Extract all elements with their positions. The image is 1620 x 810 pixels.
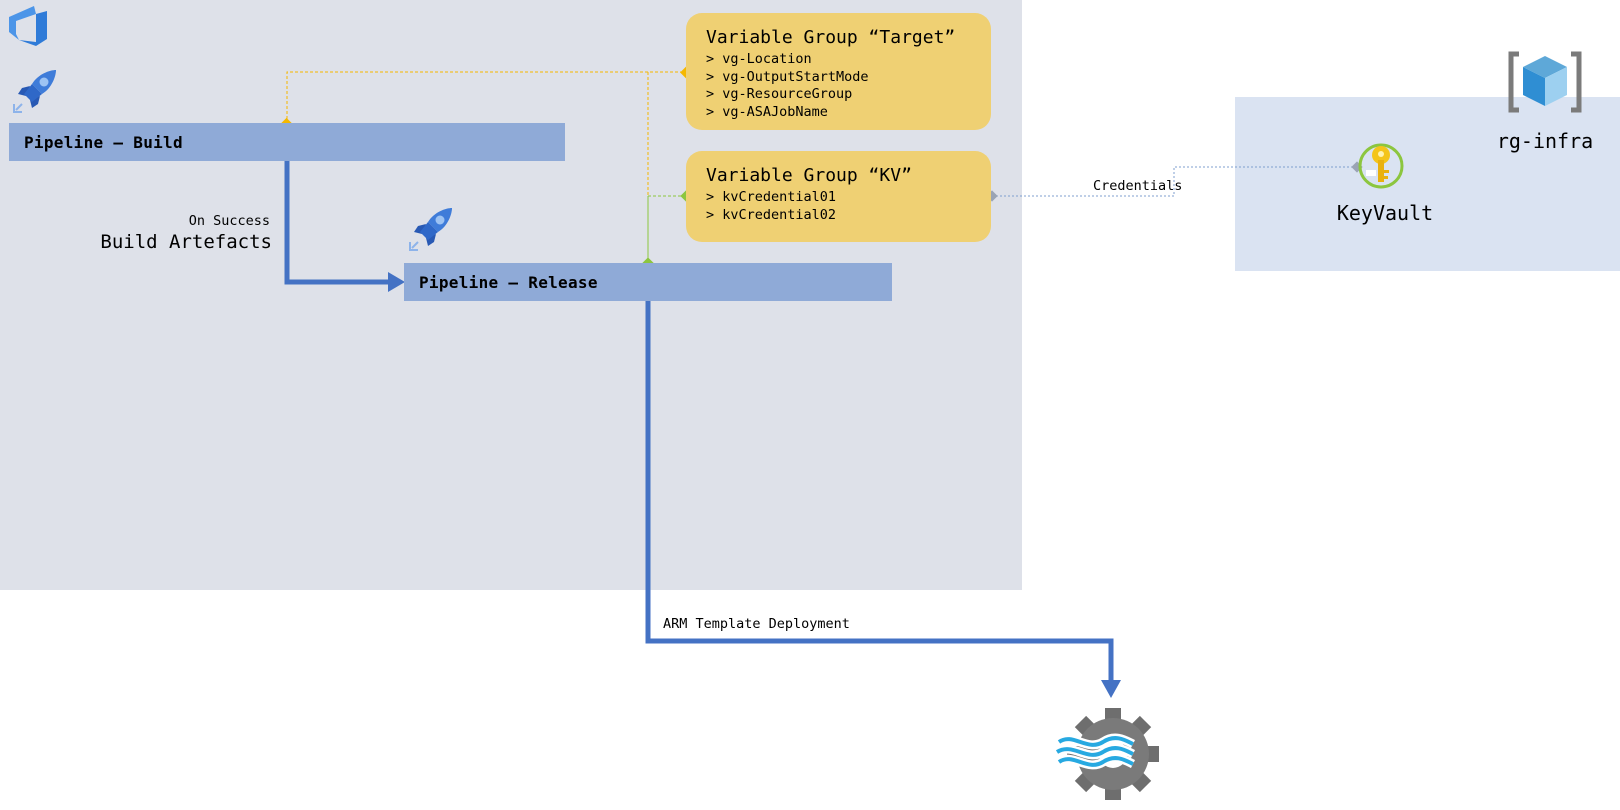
variable-group-item: > vg-Location (706, 51, 812, 67)
build-artefacts-label: Build Artefacts (100, 231, 272, 253)
resource-group-area (1235, 97, 1620, 271)
variable-group-target: Variable Group “Target” > vg-Location > … (686, 13, 991, 130)
on-success-label: On Success (188, 213, 270, 229)
azure-devops-icon (9, 6, 47, 46)
resource-group-cube-icon (1508, 51, 1582, 113)
variable-group-item: > vg-ResourceGroup (706, 86, 853, 102)
pipeline-build-label: Pipeline – Build (24, 132, 183, 152)
variable-group-target-title: Variable Group “Target” (706, 27, 956, 48)
resource-group-label: rg-infra (1496, 129, 1594, 153)
build-to-release-arrow (284, 159, 392, 285)
arm-deployment-label: ARM Template Deployment (663, 616, 850, 632)
stream-analytics-gear-icon (1054, 708, 1159, 800)
pipeline-build: Pipeline – Build (9, 123, 565, 161)
release-pipeline-rocket-icon (409, 208, 452, 251)
pipeline-release: Pipeline – Release (404, 263, 892, 301)
variable-group-item: > vg-OutputStartMode (706, 68, 869, 85)
release-to-target-arrow (645, 300, 1114, 684)
variable-group-kv: Variable Group “KV” > kvCredential01 > k… (686, 151, 991, 242)
release-to-target-arrowhead (1101, 680, 1121, 698)
keyvault-label: KeyVault (1336, 201, 1434, 225)
target-connector (286, 71, 686, 124)
variable-group-kv-title: Variable Group “KV” (706, 165, 912, 186)
pipeline-release-label: Pipeline – Release (419, 272, 598, 292)
variable-group-item: > vg-ASAJobName (706, 103, 828, 120)
credentials-connector (992, 166, 1356, 197)
credentials-label: Credentials (1093, 178, 1183, 194)
variable-group-item: > kvCredential01 (706, 189, 837, 205)
build-pipeline-rocket-icon (13, 70, 56, 113)
key-vault-icon (1358, 143, 1404, 189)
build-to-release-arrowhead (388, 272, 405, 292)
variable-group-item: > kvCredential02 (706, 206, 837, 223)
